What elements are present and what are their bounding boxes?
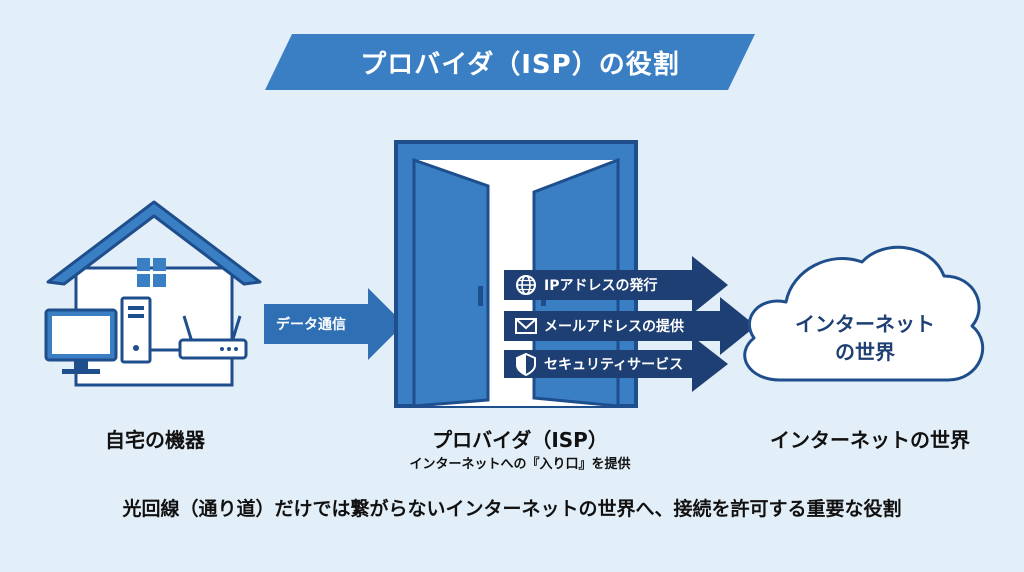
title-banner bbox=[265, 34, 755, 90]
cloud-text-line2: の世界 bbox=[835, 340, 895, 364]
home-illustration bbox=[44, 200, 262, 387]
router-icon bbox=[178, 315, 248, 360]
door-left bbox=[412, 157, 490, 408]
caption: 光回線（通り道）だけでは繋がらないインターネットの世界へ、接続を許可する重要な役… bbox=[122, 498, 902, 520]
house-window bbox=[137, 258, 166, 287]
cloud-text-line1: インターネット bbox=[795, 312, 935, 336]
service-arrow-security bbox=[504, 336, 728, 392]
house-roof bbox=[46, 200, 262, 286]
globe-icon bbox=[516, 275, 536, 295]
service-label-ip: IPアドレスの発行 bbox=[544, 278, 658, 294]
service-label-mail: メールアドレスの提供 bbox=[544, 319, 684, 335]
home-label: 自宅の機器 bbox=[105, 428, 205, 452]
shield-icon bbox=[516, 352, 536, 377]
provider-sublabel: インターネットへの『入り口』を提供 bbox=[409, 457, 631, 472]
internet-cloud bbox=[743, 245, 985, 382]
service-label-security: セキュリティサービス bbox=[544, 357, 684, 373]
pc-tower-icon bbox=[120, 296, 152, 364]
data-flow-arrow bbox=[264, 288, 404, 360]
data-flow-label: データ通信 bbox=[276, 317, 346, 333]
internet-label: インターネットの世界 bbox=[770, 428, 970, 452]
mail-icon bbox=[515, 318, 537, 334]
provider-label: プロバイダ（ISP） bbox=[432, 428, 608, 452]
service-arrow-ip bbox=[504, 256, 728, 314]
monitor-icon bbox=[44, 308, 118, 374]
page-title: プロバイダ（ISP）の役割 bbox=[360, 49, 680, 80]
